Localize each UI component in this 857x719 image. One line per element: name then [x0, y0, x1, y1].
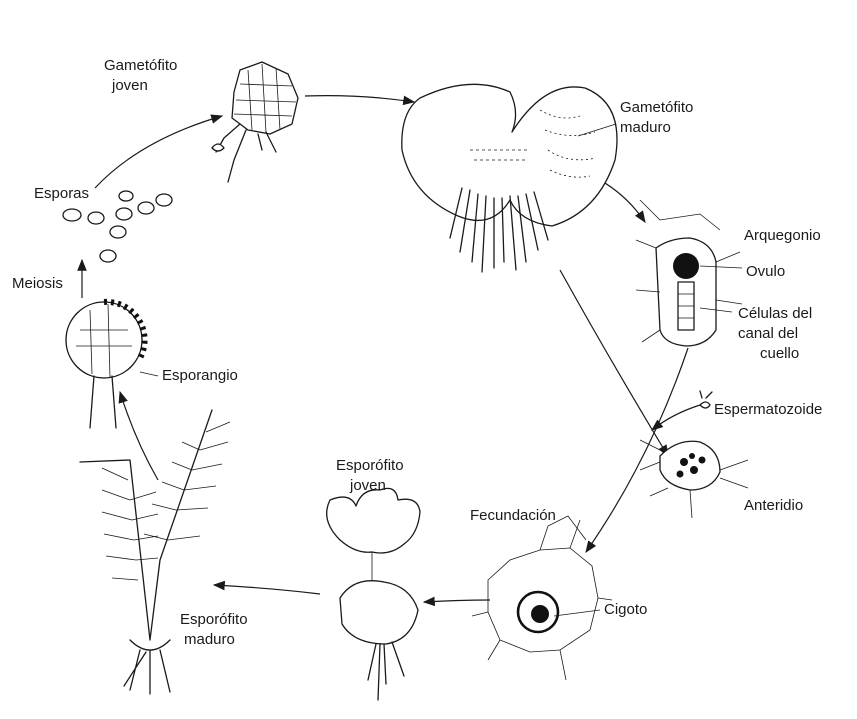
label-gametofito-joven-2: joven	[111, 77, 148, 94]
label-fecundacion: Fecundación	[470, 507, 556, 524]
arrow-young-to-mature-gametophyte	[305, 96, 414, 102]
label-esporofito-joven-1: Esporófito	[336, 457, 404, 474]
label-arquegonio: Arquegonio	[744, 227, 821, 244]
arrow-young-to-mature-sporophyte	[214, 585, 320, 594]
label-esporangio: Esporangio	[162, 367, 238, 384]
label-esporas: Esporas	[34, 185, 89, 202]
label-esporofito-maduro-1: Esporófito	[180, 611, 248, 628]
label-celulas-2: canal del	[738, 325, 798, 342]
label-esporofito-maduro-2: maduro	[184, 631, 235, 648]
label-gametofito-joven-1: Gametófito	[104, 57, 177, 74]
label-espermatozoide: Espermatozoide	[714, 401, 822, 418]
young-gametophyte	[212, 62, 298, 182]
zygote-tissue	[472, 516, 612, 680]
arrow-sporophyte-to-sporangium	[120, 392, 158, 480]
arrow-sperm-to-archegonium	[652, 405, 700, 430]
label-gametofito-maduro-1: Gametófito	[620, 99, 693, 116]
sperm-icon	[700, 391, 712, 408]
label-celulas-1: Células del	[738, 305, 812, 322]
arrow-zygote-to-young-sporophyte	[424, 600, 490, 602]
arrow-gametophyte-to-antheridium	[560, 270, 668, 456]
label-anteridio: Anteridio	[744, 497, 803, 514]
mature-gametophyte	[402, 84, 617, 272]
label-meiosis: Meiosis	[12, 275, 63, 292]
sporangium	[66, 302, 145, 428]
arrow-spores-to-young-gametophyte	[95, 116, 222, 188]
label-cigoto: Cigoto	[604, 601, 647, 618]
mature-sporophyte-fern	[80, 410, 230, 694]
label-gametofito-maduro-2: maduro	[620, 119, 671, 136]
label-esporofito-joven-2: joven	[349, 477, 386, 494]
label-celulas-3: cuello	[760, 345, 799, 362]
young-sporophyte	[327, 488, 420, 700]
archegonium	[636, 200, 742, 346]
label-ovulo: Ovulo	[746, 263, 785, 280]
